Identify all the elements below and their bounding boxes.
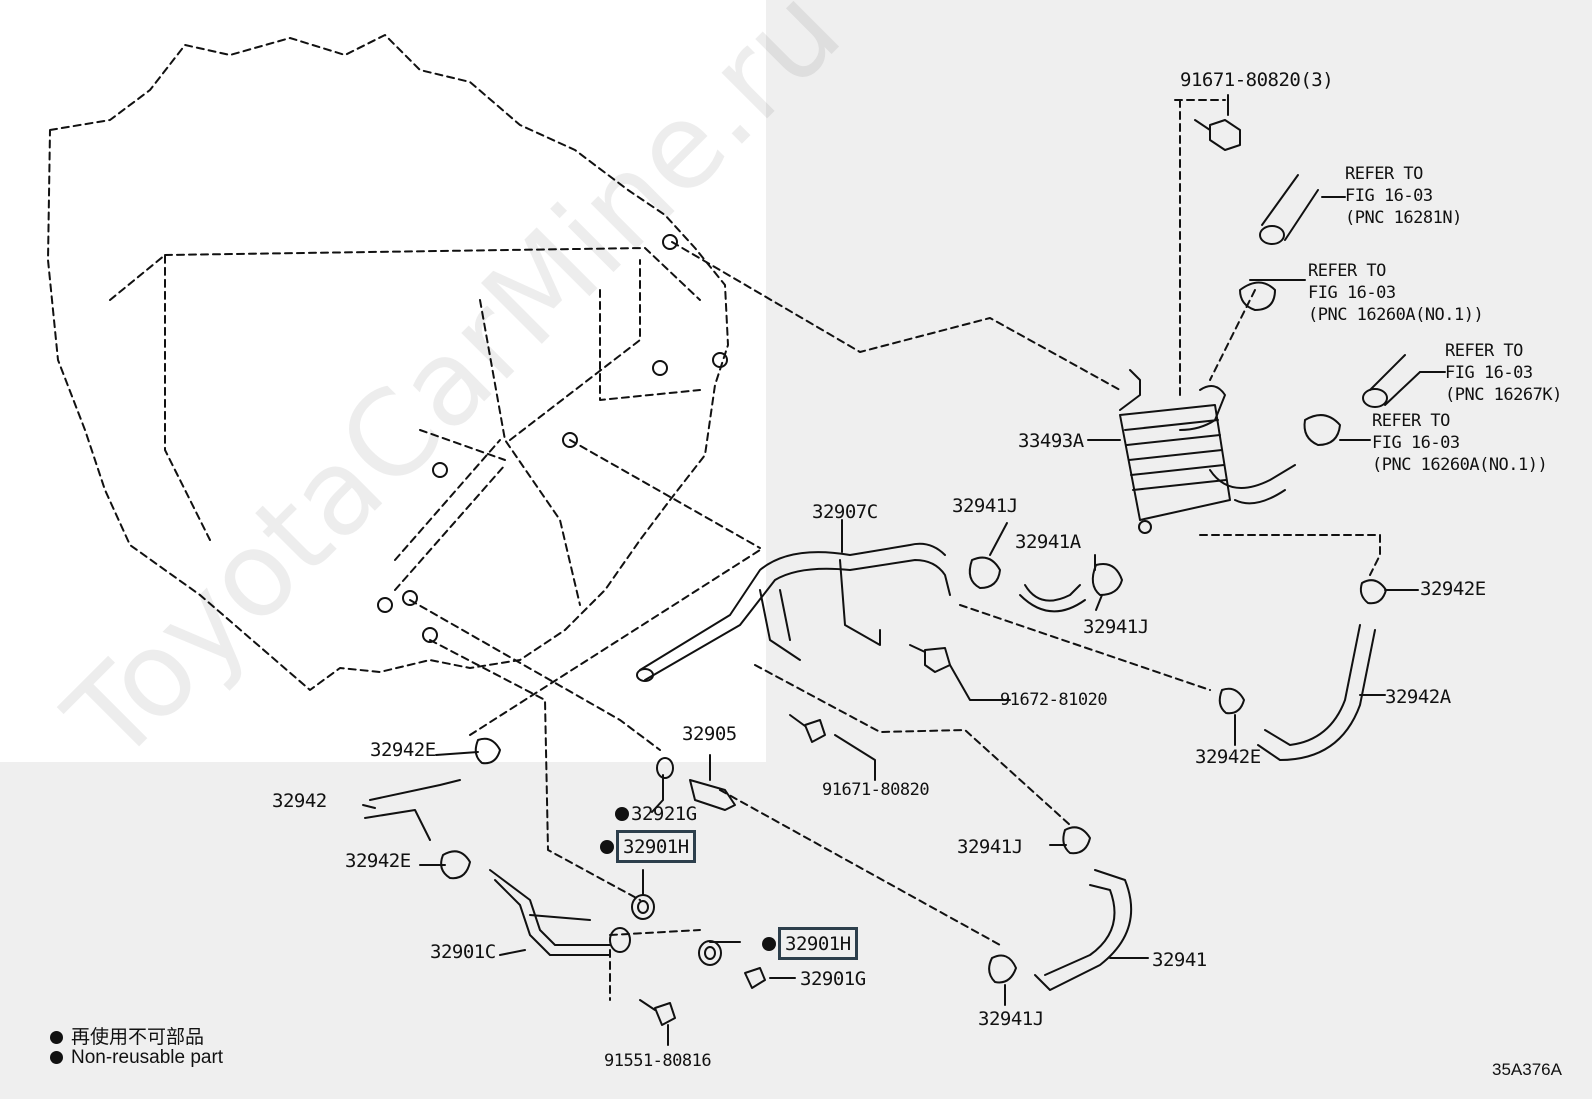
label-32941j-lower[interactable]: 32941J xyxy=(957,836,1023,858)
hose-32941a xyxy=(1019,584,1086,613)
label-32942[interactable]: 32942 xyxy=(272,790,327,812)
clamp-32941j-b xyxy=(1091,563,1123,596)
label-32941j-top[interactable]: 32941J xyxy=(952,495,1018,517)
label-32942e-lower-left[interactable]: 32942E xyxy=(345,850,411,872)
refer-note-4: REFER TO FIG 16-03 (PNC 16260A(NO.1)) xyxy=(1372,411,1548,475)
housing-inner-line-4 xyxy=(509,259,641,441)
hose-32942 xyxy=(364,779,461,841)
clamp-32941j-c xyxy=(1062,826,1091,855)
bolt-top xyxy=(1194,119,1241,151)
label-32901h-upper[interactable]: 32901H xyxy=(600,830,696,863)
label-32907c[interactable]: 32907C xyxy=(812,501,878,523)
refer-note-1: REFER TO FIG 16-03 (PNC 16281N) xyxy=(1345,164,1462,228)
background-panel-lower xyxy=(0,762,1592,1099)
non-reusable-dot-icon xyxy=(50,1051,63,1064)
union-32905 xyxy=(689,779,736,811)
highlight-box: 32901H xyxy=(616,830,696,863)
housing-inner-line-2 xyxy=(109,254,211,541)
housing-inner-line-1 xyxy=(164,247,701,301)
bolt-91672-81020 xyxy=(909,644,951,673)
label-32941j-mid[interactable]: 32941J xyxy=(1083,616,1149,638)
bolt-32901g xyxy=(744,967,766,989)
label-33493a[interactable]: 33493A xyxy=(1018,430,1084,452)
label-32901g[interactable]: 32901G xyxy=(800,968,866,990)
clamp-32942e-c xyxy=(474,737,501,765)
housing-inner-line-6 xyxy=(419,429,506,461)
oil-cooler xyxy=(1119,404,1231,521)
non-reusable-dot-icon xyxy=(50,1031,63,1044)
label-32905[interactable]: 32905 xyxy=(682,723,737,745)
legend-en: Non-reusable part xyxy=(50,1047,223,1069)
clamp-32941j-a xyxy=(968,556,1001,589)
clamp-32942e-b xyxy=(1218,687,1245,715)
label-32941a[interactable]: 32941A xyxy=(1015,531,1081,553)
label-32901c[interactable]: 32901C xyxy=(430,941,496,963)
label-32921g[interactable]: 32921G xyxy=(615,805,697,824)
pipe-32901c xyxy=(489,869,611,956)
clamp-32942e-a xyxy=(1359,579,1387,605)
clamp-32941j-d xyxy=(988,954,1017,984)
non-reusable-dot-icon xyxy=(600,840,614,854)
label-32942a[interactable]: 32942A xyxy=(1385,686,1451,708)
legend-jp: 再使用不可部品 xyxy=(50,1022,204,1049)
label-91671-80820[interactable]: 91671-80820 xyxy=(822,780,930,800)
refer-clamp-2 xyxy=(1303,414,1341,446)
label-32901h-lower[interactable]: 32901H xyxy=(762,927,858,960)
label-91672-81020[interactable]: 91672-81020 xyxy=(1000,690,1108,710)
housing-inner-line-5 xyxy=(394,439,506,591)
bolt-91671-80820 xyxy=(789,714,826,743)
label-91671-80820-3[interactable]: 91671-80820(3) xyxy=(1180,69,1334,91)
highlight-box: 32901H xyxy=(778,927,858,960)
label-32941j-bottom[interactable]: 32941J xyxy=(978,1008,1044,1030)
non-reusable-dot-icon xyxy=(615,807,629,821)
refer-pipe-2 xyxy=(1369,354,1421,406)
label-32941[interactable]: 32941 xyxy=(1152,949,1207,971)
label-32942e-lower-right[interactable]: 32942E xyxy=(1195,746,1261,768)
label-32942e-left[interactable]: 32942E xyxy=(370,739,436,761)
non-reusable-dot-icon xyxy=(762,937,776,951)
hose-32942a xyxy=(1257,624,1376,761)
housing-inner-line-7 xyxy=(599,289,701,401)
transaxle-housing-outline xyxy=(47,34,729,691)
refer-note-2: REFER TO FIG 16-03 (PNC 16260A(NO.1)) xyxy=(1308,261,1484,325)
refer-clamp-1 xyxy=(1239,281,1276,311)
bolt-91551-80816 xyxy=(639,999,676,1026)
figure-code: 35A376A xyxy=(1492,1060,1562,1079)
pipe-32907c xyxy=(639,542,951,681)
label-91551-80816[interactable]: 91551-80816 xyxy=(604,1051,712,1071)
clamp-32942e-d xyxy=(440,850,471,880)
hose-32941 xyxy=(1034,869,1133,991)
refer-note-3: REFER TO FIG 16-03 (PNC 16267K) xyxy=(1445,341,1562,405)
housing-inner-line-3 xyxy=(479,299,581,606)
label-32942e-right[interactable]: 32942E xyxy=(1420,578,1486,600)
refer-pipe-1 xyxy=(1261,174,1319,241)
